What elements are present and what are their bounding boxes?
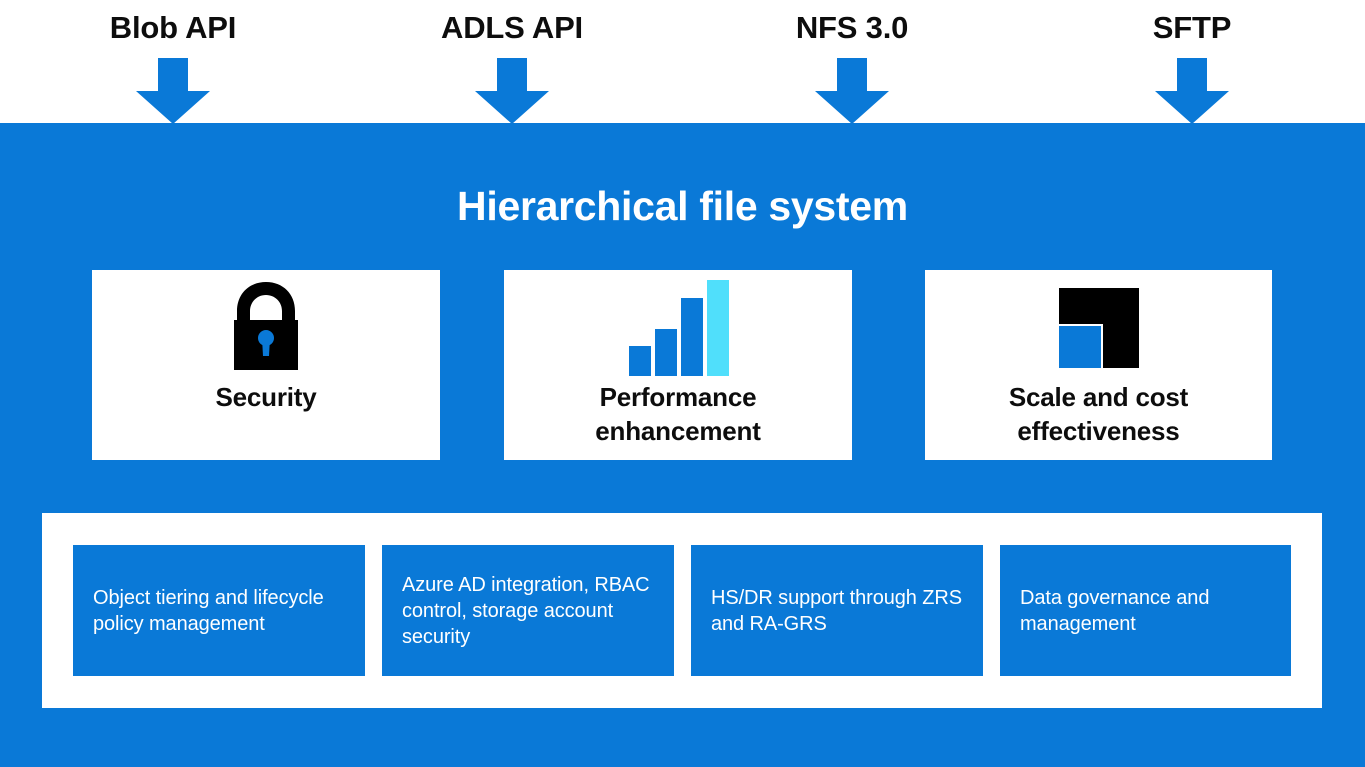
feature-card-scale[interactable]: Scale and cost effectiveness xyxy=(925,270,1272,460)
arrow-down-nfs xyxy=(815,58,889,124)
api-label-adls: ADLS API xyxy=(441,10,583,45)
capability-box-object-tiering[interactable]: Object tiering and lifecycle policy mana… xyxy=(73,545,365,676)
feature-card-scale-label-line1: Scale and cost xyxy=(1008,382,1189,412)
api-label-nfs: NFS 3.0 xyxy=(795,10,909,45)
hierarchical-file-system-panel: Hierarchical file system Security xyxy=(0,123,1365,767)
arrow-down-adls-api xyxy=(475,58,549,124)
feature-card-performance-label-line1: Performance xyxy=(599,382,757,412)
api-label-blob: Blob API xyxy=(109,10,237,45)
capability-box-data-governance-text: Data governance and management xyxy=(1020,586,1210,635)
capability-box-data-governance[interactable]: Data governance and management xyxy=(1000,545,1291,676)
feature-card-security-label: Security xyxy=(215,382,317,412)
capability-box-hs-dr[interactable]: HS/DR support through ZRS and RA-GRS xyxy=(691,545,983,676)
feature-card-scale-label: Scale and cost effectiveness xyxy=(925,380,1272,448)
padlock-icon xyxy=(92,270,440,380)
bar-chart-icon xyxy=(504,270,852,380)
arrow-down-blob-api xyxy=(136,58,210,124)
feature-card-performance-label-line2: enhancement xyxy=(595,416,761,446)
capability-box-azure-ad[interactable]: Azure AD integration, RBAC control, stor… xyxy=(382,545,674,676)
feature-card-performance-label: Performance enhancement xyxy=(504,380,852,448)
capability-box-azure-ad-text: Azure AD integration, RBAC control, stor… xyxy=(402,573,650,648)
page-title: Hierarchical file system xyxy=(457,183,908,229)
arrow-down-sftp xyxy=(1155,58,1229,124)
feature-cards-row: Security Performance enhancement xyxy=(0,270,1365,460)
capabilities-panel: Object tiering and lifecycle policy mana… xyxy=(42,513,1322,708)
api-label-sftp: SFTP xyxy=(1152,10,1232,45)
api-header-strip: Blob API ADLS API NFS 3.0 SFTP xyxy=(0,0,1365,124)
feature-card-security[interactable]: Security xyxy=(92,270,440,460)
capability-box-object-tiering-text: Object tiering and lifecycle policy mana… xyxy=(93,586,324,635)
feature-card-performance[interactable]: Performance enhancement xyxy=(504,270,852,460)
scale-blocks-icon xyxy=(925,270,1272,380)
feature-card-scale-label-line2: effectiveness xyxy=(1017,416,1180,446)
capability-box-hs-dr-text: HS/DR support through ZRS and RA-GRS xyxy=(711,586,962,635)
